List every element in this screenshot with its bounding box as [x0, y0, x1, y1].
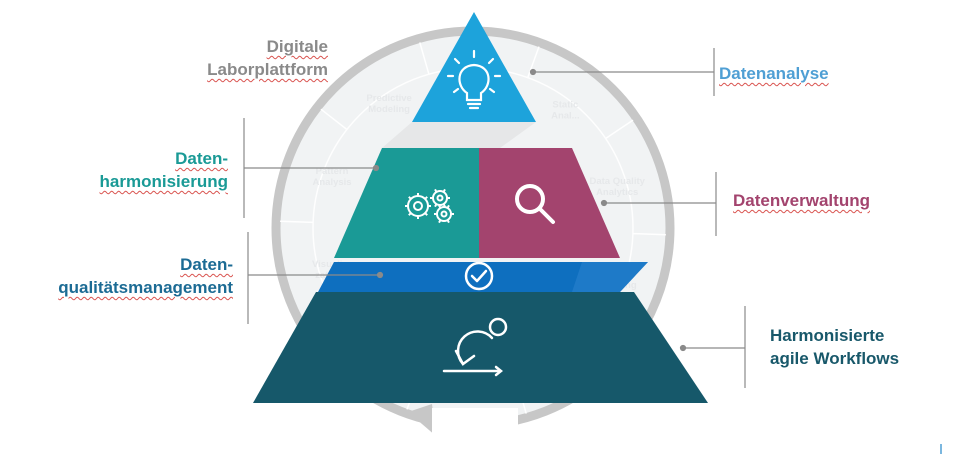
harmonization-block — [334, 148, 479, 258]
ring-divider — [280, 220, 314, 224]
quality-band — [318, 262, 648, 292]
ring-divider — [632, 232, 666, 236]
apex-connector — [382, 122, 536, 148]
ring-divider — [320, 108, 348, 131]
ring-divider — [605, 119, 634, 140]
ring-divider — [419, 42, 430, 75]
label-datenqualitaetsmanagement: Daten- qualitätsmanagement — [58, 255, 233, 297]
label-datenanalyse: Datenanalyse — [719, 64, 829, 83]
magnifier-icon — [515, 184, 555, 224]
ring-arrow-head — [408, 404, 436, 436]
label-datenverwaltung: Datenverwaltung — [733, 191, 870, 210]
lightbulb-icon — [446, 49, 502, 110]
checkmark-icon — [464, 261, 494, 291]
quality-band-shade — [572, 262, 648, 292]
agile-cycle-icon — [442, 317, 508, 377]
label-harmonisierte-workflows: Harmonisierte agile Workflows — [770, 326, 900, 368]
management-block — [479, 148, 620, 258]
callout-lines — [243, 48, 746, 388]
ring-gap — [432, 408, 518, 438]
label-datenharmonisierung: Daten- harmonisierung — [99, 149, 228, 191]
apex-triangle — [412, 12, 536, 122]
label-digitale-laborplattform: Digitale Laborplattform — [207, 37, 328, 79]
workflow-base — [253, 292, 708, 403]
ring-divider — [527, 46, 540, 78]
gears-icon — [405, 188, 454, 224]
